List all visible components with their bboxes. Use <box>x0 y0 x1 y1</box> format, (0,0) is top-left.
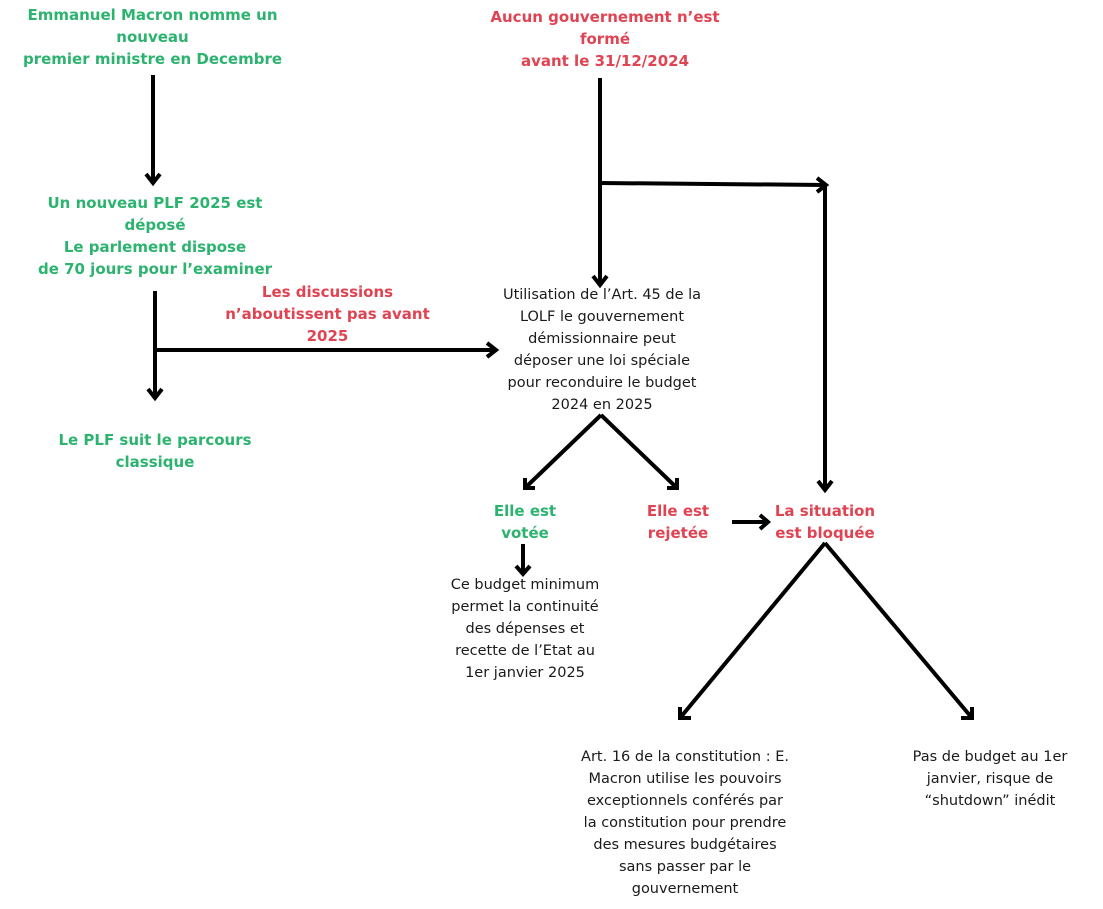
arrow-rejetee-to-bloquee <box>732 513 772 531</box>
node-discussions: Les discussions n’aboutissent pas avant … <box>225 283 430 345</box>
node-rejetee: Elle est rejetée <box>646 502 710 542</box>
arrow-article45-to-rejetee <box>599 413 679 490</box>
node-nouveau-plf: Un nouveau PLF 2025 est déposé Le parlem… <box>37 194 273 278</box>
arrow-macron-to-plf <box>144 75 162 187</box>
arrow-bloquee-to-article16 <box>678 541 827 720</box>
node-aucun-gouvernement: Aucun gouvernement n’est formé avant le … <box>490 8 720 70</box>
node-plf-classique: Le PLF suit le parcours classique <box>58 431 252 471</box>
node-article45: Utilisation de l’Art. 45 de la LOLF le g… <box>502 287 702 413</box>
node-votee: Elle est votée <box>493 502 557 542</box>
arrow-bloquee-to-shutdown <box>823 541 974 720</box>
arrow-plf-to-classique <box>146 291 164 402</box>
node-article16: Art. 16 de la constitution : E. Macron u… <box>581 749 789 897</box>
node-shutdown: Pas de budget au 1er janvier, risque de … <box>912 749 1068 809</box>
arrow-article45-to-votee <box>523 413 603 490</box>
arrow-aucun-to-article45 <box>591 78 609 289</box>
node-budget-minimum: Ce budget minimum permet la continuité d… <box>450 577 600 681</box>
arrow-votee-to-budget-minimum <box>514 544 532 578</box>
arrow-plf-to-article45 <box>155 341 500 359</box>
node-bloquee: La situation est bloquée <box>774 502 876 542</box>
arrow-right-column-to-bloquee <box>816 185 834 494</box>
arrow-aucun-to-bloquee-branch <box>599 176 830 194</box>
node-macron-nomme: Emmanuel Macron nomme un nouveau premier… <box>22 6 283 68</box>
